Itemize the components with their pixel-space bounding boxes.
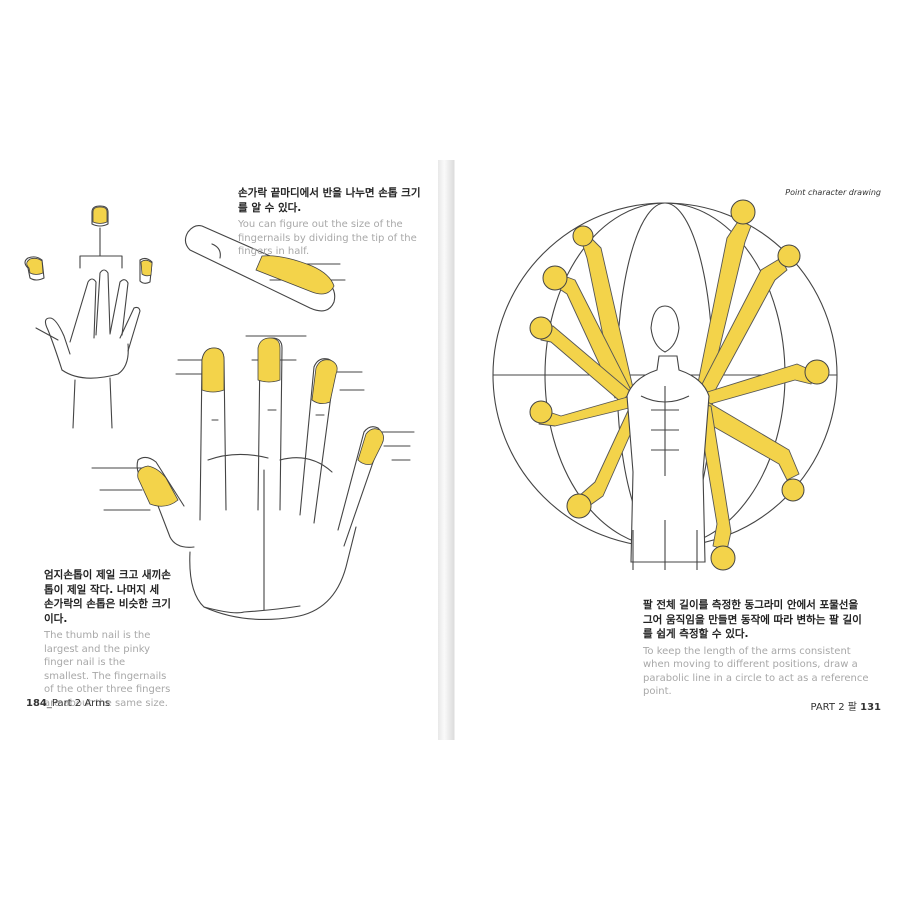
torso-sketch xyxy=(626,305,710,570)
right-folio-label: PART 2 팔 xyxy=(810,702,857,713)
right-caption-english: To keep the length of the arms consisten… xyxy=(643,645,869,698)
small-hand-sketch xyxy=(35,269,141,429)
top-caption-english: You can figure out the size of the finge… xyxy=(238,219,417,257)
book-spine xyxy=(438,160,454,740)
arm-circle-illustration xyxy=(492,199,838,571)
left-folio-label: _Part 2 Arms xyxy=(46,698,111,709)
bottom-caption-korean: 엄지손톱이 제일 크고 새끼손톱이 제일 작다. 나머지 세 손가락의 손톱은 … xyxy=(44,569,171,625)
bottom-caption: 엄지손톱이 제일 크고 새끼손톱이 제일 작다. 나머지 세 손가락의 손톱은 … xyxy=(44,568,172,710)
right-page-number: 131 xyxy=(860,702,881,713)
fist-shapes xyxy=(529,199,830,571)
fingertip-diagrams xyxy=(24,205,153,284)
fingernail-highlights xyxy=(26,206,384,507)
right-page: Point character drawing xyxy=(454,160,900,740)
bottom-caption-english: The thumb nail is the largest and the pi… xyxy=(44,630,171,709)
left-page-number: 184 xyxy=(26,698,47,709)
left-page: 손가락 끝마디에서 반을 나누면 손톱 크기를 알 수 있다. You can … xyxy=(0,160,438,740)
top-caption: 손가락 끝마디에서 반을 나누면 손톱 크기를 알 수 있다. You can … xyxy=(238,186,424,259)
running-header: Point character drawing xyxy=(785,188,881,197)
right-caption-korean: 팔 전체 길이를 측정한 동그라미 안에서 포물선을 그어 움직임을 만들면 동… xyxy=(643,599,862,640)
left-folio: 184_Part 2 Arms xyxy=(26,698,110,709)
right-folio: PART 2 팔 131 xyxy=(810,698,881,713)
top-caption-korean: 손가락 끝마디에서 반을 나누면 손톱 크기를 알 수 있다. xyxy=(238,187,421,214)
right-caption: 팔 전체 길이를 측정한 동그라미 안에서 포물선을 그어 움직임을 만들면 동… xyxy=(643,598,869,699)
hand-fingernail-illustration xyxy=(24,205,415,621)
